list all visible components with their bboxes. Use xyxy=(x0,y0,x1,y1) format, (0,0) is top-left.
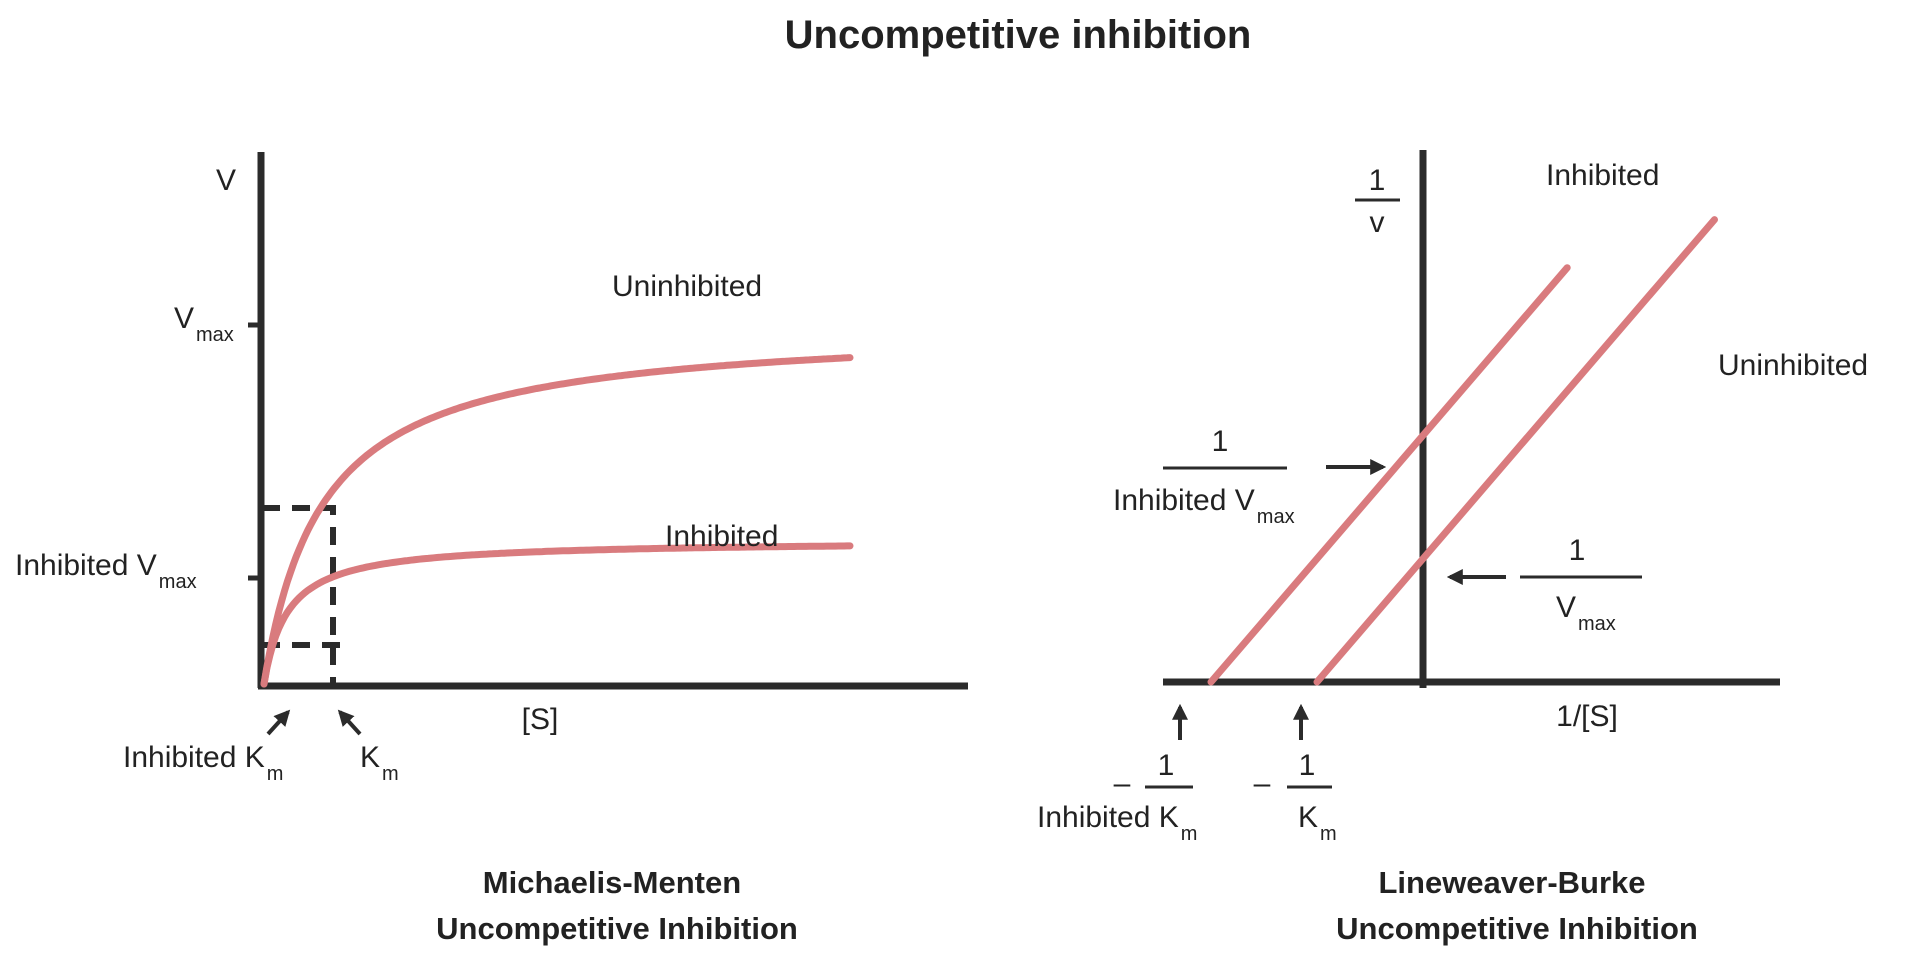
mm-series-label-inhibited: Inhibited xyxy=(665,520,778,553)
mm-caption-line2: Uncompetitive Inhibition xyxy=(436,911,798,946)
mm-series-label-uninhibited: Uninhibited xyxy=(612,270,762,303)
mm-arrow-inhibited-km xyxy=(266,709,291,736)
mm-x-axis-label: [S] xyxy=(522,703,559,736)
lb-vmax-num: 1 xyxy=(1569,534,1586,567)
mm-curve-inhibited xyxy=(260,542,854,688)
figure-title: Uncompetitive inhibition xyxy=(785,13,1252,57)
lb-km-minus: – xyxy=(1254,767,1271,800)
lb-inh-vmax-num: 1 xyxy=(1212,425,1229,458)
lb-series-label-uninhibited: Uninhibited xyxy=(1718,349,1868,382)
lb-caption-line1: Lineweaver-Burke xyxy=(1378,865,1645,900)
mm-curve-uninhibited xyxy=(260,354,854,688)
lb-line-inhibited xyxy=(1207,264,1571,686)
lb-inh-km-num: 1 xyxy=(1158,749,1175,782)
lb-series-label-inhibited: Inhibited xyxy=(1546,159,1659,192)
mm-caption-line1: Michaelis-Menten xyxy=(483,865,741,900)
mm-dashed-guide-km xyxy=(262,505,336,686)
lb-y-axis-label-den: v xyxy=(1370,206,1385,239)
lb-km-num: 1 xyxy=(1299,749,1316,782)
lb-x-axis-label: 1/[S] xyxy=(1556,700,1618,733)
mm-y-axis-label: V xyxy=(216,164,236,197)
mm-arrow-km xyxy=(337,709,362,736)
lb-caption-line2: Uncompetitive Inhibition xyxy=(1336,911,1698,946)
lb-y-axis-label-num: 1 xyxy=(1369,164,1386,197)
lb-line-uninhibited xyxy=(1313,216,1718,686)
lb-inh-km-minus: – xyxy=(1114,767,1131,800)
lb-chart: 1 v 1/[S] Inhibited Uninhibited 1 Inhibi… xyxy=(1037,150,1868,946)
